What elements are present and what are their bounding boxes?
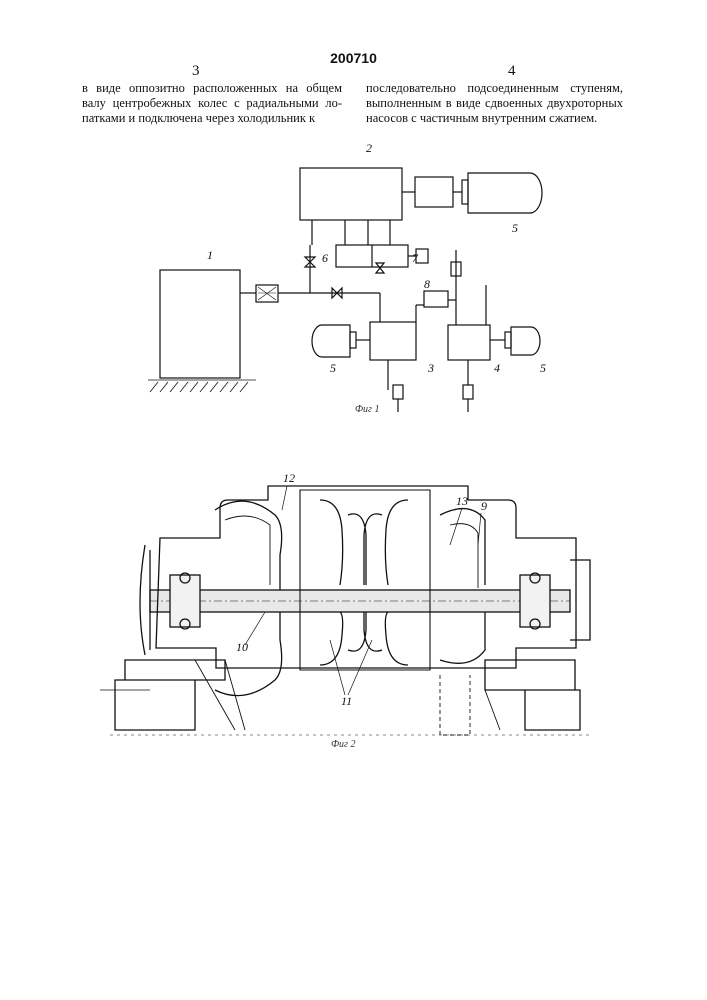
- impeller: [320, 612, 343, 665]
- label-12: 12: [283, 471, 295, 485]
- end-cover-right: [570, 560, 590, 640]
- impeller: [385, 612, 408, 665]
- label-11: 11: [341, 694, 352, 708]
- support-right: [485, 660, 580, 730]
- support-left: [115, 660, 225, 730]
- figure-2-caption: Фиг 2: [331, 739, 355, 750]
- impeller: [320, 500, 343, 585]
- label-10: 10: [236, 640, 248, 654]
- impeller: [385, 500, 408, 585]
- label-13: 13: [456, 494, 468, 508]
- label-9: 9: [481, 499, 487, 513]
- end-cover-left: [140, 545, 150, 655]
